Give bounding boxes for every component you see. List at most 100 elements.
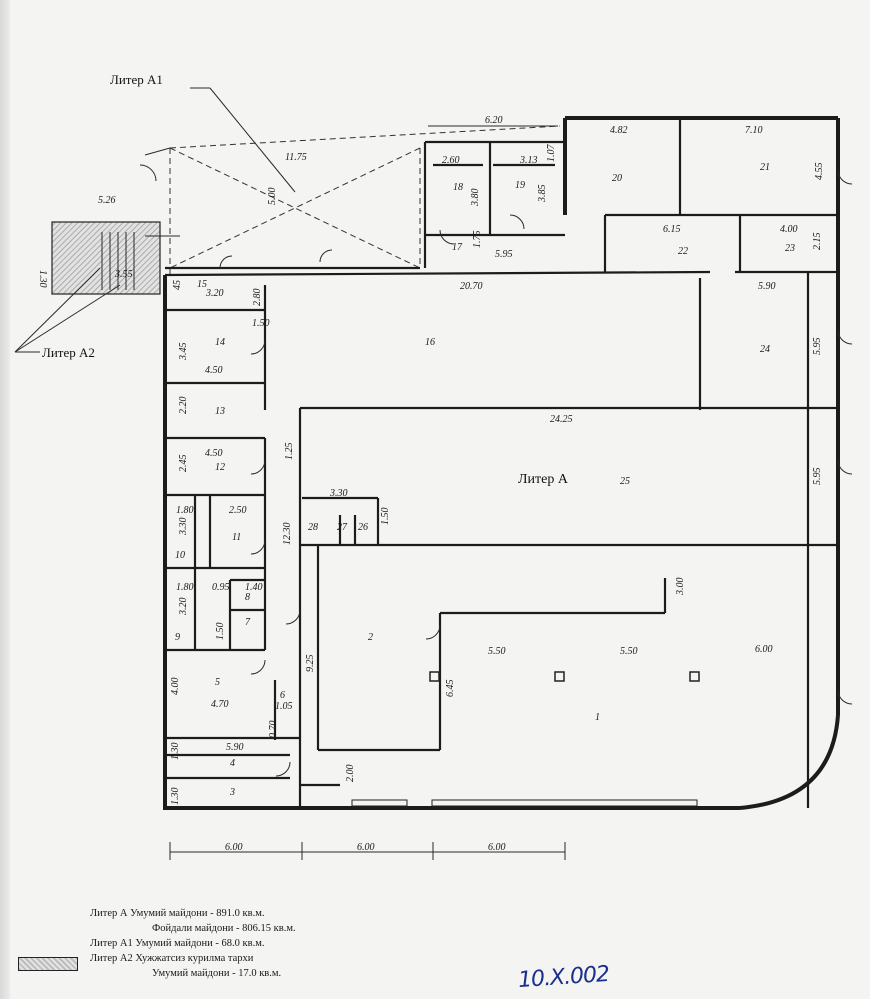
dim-20-70: 20.70 <box>460 281 483 292</box>
dim-2-80: 2.80 <box>252 289 263 307</box>
bottom-windows <box>351 799 698 807</box>
dim-4-00: 4.00 <box>780 224 798 235</box>
dim-6-00a: 6.00 <box>755 644 773 655</box>
room-21: 21 <box>760 162 770 173</box>
dim-3-00: 3.00 <box>675 578 686 597</box>
dim-1-50b: 1.50 <box>380 508 391 526</box>
room-14: 14 <box>215 337 225 348</box>
liter-a1-outline <box>169 125 561 275</box>
bottom-dim-chain <box>169 842 566 860</box>
dim-1-05: 1.05 <box>275 701 293 712</box>
dim-11-75: 11.75 <box>285 152 307 163</box>
room-2: 2 <box>368 632 373 643</box>
dim-5-95a: 5.95 <box>495 249 513 260</box>
room-1: 1 <box>595 712 600 723</box>
dim-4-82: 4.82 <box>610 125 628 136</box>
legend-line-5: Умумий майдони - 17.0 кв.м. <box>152 968 282 979</box>
dim-1-30: 1.30 <box>37 270 48 288</box>
outer-walls <box>163 116 840 810</box>
room-6: 6 <box>280 690 285 701</box>
room-numbers: 1 2 3 4 5 6 7 8 9 10 11 12 13 14 16 17 1… <box>175 162 795 798</box>
dim-1-25: 1.25 <box>284 443 295 461</box>
dim-4-50a: 4.50 <box>205 365 223 376</box>
dim-2-45: 2.45 <box>178 455 189 473</box>
dim-4-50b: 4.50 <box>205 448 223 459</box>
dim-2-60: 2.60 <box>442 155 460 166</box>
liter-a-label: Литер А <box>518 472 569 487</box>
room-27: 27 <box>337 522 348 533</box>
room-25: 25 <box>620 476 630 487</box>
dim-3-13: 3.13 <box>519 155 538 166</box>
dim-3-30b: 3.30 <box>178 518 189 537</box>
dim-2-15: 2.15 <box>812 233 823 251</box>
dim-4-55: 4.55 <box>814 163 825 181</box>
liter-a1-callout: Литер А1 <box>110 72 163 87</box>
dim-9-25: 9.25 <box>305 655 316 673</box>
room-3: 3 <box>229 787 235 798</box>
scan-edge <box>0 0 10 999</box>
dim-1-50a: 1.50 <box>252 318 270 329</box>
liter-a2-hatch <box>51 221 161 295</box>
dim-2-20: 2.20 <box>178 397 189 415</box>
room-23: 23 <box>785 243 795 254</box>
room-26: 26 <box>358 522 368 533</box>
liter-a2-callout: Литер А2 <box>42 345 95 360</box>
dim-6-00c: 6.00 <box>357 842 375 853</box>
dim-3-30a: 3.30 <box>329 488 348 499</box>
legend-line-3: Литер А1 Умумий майдони - 68.0 кв.м. <box>90 938 265 949</box>
dim-5-26: 5.26 <box>98 195 116 206</box>
dim-6-45: 6.45 <box>445 680 456 698</box>
door-arcs <box>139 164 853 777</box>
dim-3-45: 3.45 <box>178 343 189 362</box>
dim-1-07: 1.07 <box>546 144 557 163</box>
room-16: 16 <box>425 337 435 348</box>
dim-3-20b: 3.20 <box>178 598 189 617</box>
dim-6-00b: 6.00 <box>225 842 243 853</box>
stair-lines <box>101 232 135 290</box>
dim-4-70: 4.70 <box>211 699 229 710</box>
dim-45: 45 <box>172 280 183 290</box>
dim-1-30c: 1.30 <box>170 788 181 806</box>
dim-5-95b: 5.95 <box>812 338 823 356</box>
room-10: 10 <box>175 550 185 561</box>
dim-24-25: 24.25 <box>550 414 573 425</box>
dim-0-70: 0.70 <box>268 721 279 739</box>
room-12: 12 <box>215 462 225 473</box>
room-22: 22 <box>678 246 688 257</box>
dim-1-40: 1.40 <box>245 582 263 593</box>
dim-0-95: 0.95 <box>212 582 230 593</box>
dim-5-90a: 5.90 <box>758 281 776 292</box>
legend-line-1: Литер А Умумий майдони - 891.0 кв.м. <box>90 908 265 919</box>
dim-1-75: 1.75 <box>472 231 483 249</box>
room-13: 13 <box>215 406 225 417</box>
room-24: 24 <box>760 344 770 355</box>
dim-2-00: 2.00 <box>345 765 356 783</box>
dim-3-80: 3.80 <box>470 189 481 208</box>
dim-1-50c: 1.50 <box>215 623 226 641</box>
legend-hatch-swatch <box>18 957 78 971</box>
dim-6-20: 6.20 <box>485 115 503 126</box>
dim-4-00b: 4.00 <box>170 678 181 696</box>
dim-1-80a: 1.80 <box>176 505 194 516</box>
room-17: 17 <box>452 242 463 253</box>
room-20: 20 <box>612 173 622 184</box>
dim-1-30b: 1.30 <box>170 743 181 761</box>
dim-6-00d: 6.00 <box>488 842 506 853</box>
columns <box>429 671 700 682</box>
dim-5-90b: 5.90 <box>226 742 244 753</box>
dim-3-85: 3.85 <box>537 185 548 204</box>
room-5: 5 <box>215 677 220 688</box>
dim-1-80b: 1.80 <box>176 582 194 593</box>
dim-6-15: 6.15 <box>663 224 681 235</box>
room-4: 4 <box>230 758 235 769</box>
room-11: 11 <box>232 532 241 543</box>
interior-walls <box>165 118 838 808</box>
dim-5-00: 5.00 <box>267 188 278 206</box>
dim-5-50b: 5.50 <box>620 646 638 657</box>
dim-2-50: 2.50 <box>229 505 247 516</box>
dim-7-10: 7.10 <box>745 125 763 136</box>
dimension-labels: 6.20 4.82 7.10 11.75 5.26 2.60 3.13 1.07… <box>37 115 825 853</box>
legend: Литер А Умумий майдони - 891.0 кв.м. Фой… <box>90 906 296 981</box>
room-19: 19 <box>515 180 525 191</box>
